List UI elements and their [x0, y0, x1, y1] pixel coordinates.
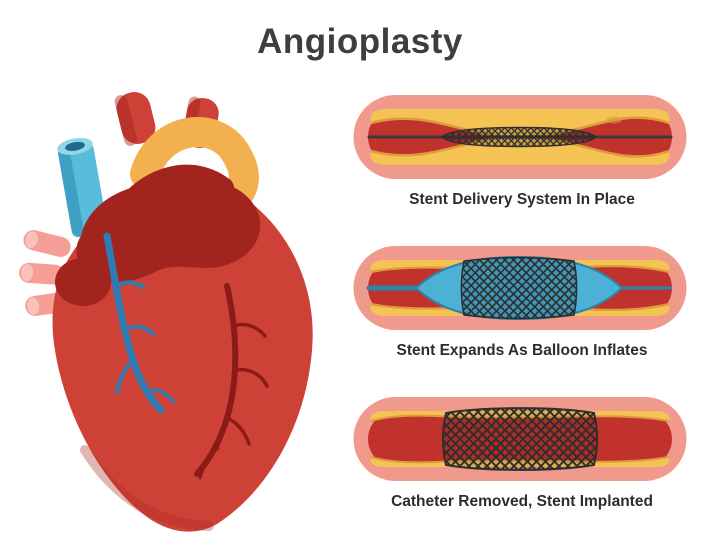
heart-illustration [19, 92, 313, 532]
stage-2-caption: Stent Expands As Balloon Inflates [396, 342, 648, 359]
stage-1: Stent Delivery System In Place [352, 92, 692, 209]
stage-1-caption: Stent Delivery System In Place [409, 191, 635, 208]
coronary-artery-icon [194, 283, 269, 480]
stage-2: Stent Expands As Balloon Inflates [352, 243, 692, 360]
artery-cross-section-2 [353, 246, 687, 330]
atria-region [76, 179, 261, 283]
stent-implanted-icon [442, 407, 598, 471]
aorta-icon [130, 117, 259, 213]
stent-compressed-icon [440, 126, 598, 148]
artery-cross-section-3 [353, 397, 687, 481]
heart-illustration-wrap [18, 86, 340, 542]
stage-3-caption: Catheter Removed, Stent Implanted [391, 493, 653, 510]
stage-3: Catheter Removed, Stent Implanted [352, 394, 692, 511]
cardiac-vein-icon [103, 232, 175, 414]
heart-bottom-shade [80, 445, 214, 531]
artery-cross-section-1 [353, 95, 687, 179]
page-title: Angioplasty [257, 22, 463, 61]
auricle [55, 258, 111, 306]
stent-expanding-icon [460, 256, 578, 320]
stages-column: Stent Delivery System In Place [352, 92, 692, 545]
